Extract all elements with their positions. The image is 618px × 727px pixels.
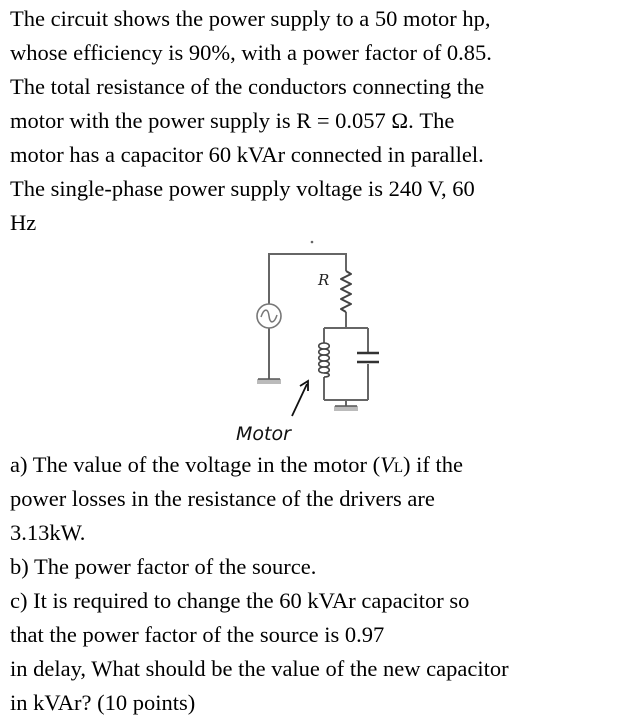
question-c-line-1: c) It is required to change the 60 kVAr … xyxy=(10,588,470,613)
circuit-wires xyxy=(268,253,369,406)
circuit-svg: R Motor xyxy=(236,240,379,445)
resistor-icon xyxy=(340,270,352,313)
question-a-line-3: 3.13kW. xyxy=(10,520,86,545)
voltage-subscript: L xyxy=(393,460,404,476)
wire-top xyxy=(268,253,347,304)
voltage-variable: V xyxy=(380,452,394,477)
arrow-icon xyxy=(291,379,309,417)
motor-label: Motor xyxy=(236,423,292,445)
problem-line-1: The circuit shows the power supply to a … xyxy=(10,6,491,31)
problem-statement: The circuit shows the power supply to a … xyxy=(10,2,610,240)
question-a-line-1: a) The value of the voltage in the motor… xyxy=(10,448,616,482)
ground-icon-left xyxy=(257,378,281,384)
circuit-diagram: R Motor xyxy=(0,226,618,456)
wire-dot xyxy=(310,240,314,244)
question-c-line-2: that the power factor of the source is 0… xyxy=(10,622,385,647)
question-a-suffix: ) if the xyxy=(403,452,463,477)
ground-icon-right xyxy=(334,405,358,411)
problem-line-2: whose efficiency is 90%, with a power fa… xyxy=(10,40,492,65)
ac-source-icon xyxy=(256,303,282,329)
question-a-prefix: a) The value of the voltage in the motor… xyxy=(10,452,381,477)
problem-line-4: motor with the power supply is R = 0.057… xyxy=(10,108,455,133)
problem-line-3: The total resistance of the conductors c… xyxy=(10,74,485,99)
problem-line-6: The single-phase power supply voltage is… xyxy=(10,176,475,201)
problem-line-7: Hz xyxy=(10,210,37,235)
inductor-icon xyxy=(317,342,331,378)
capacitor-icon xyxy=(357,351,379,364)
question-a-line-2: power losses in the resistance of the dr… xyxy=(10,486,435,511)
question-c-line-4: in kVAr? (10 points) xyxy=(10,690,196,715)
resistor-label: R xyxy=(317,271,329,289)
question-b: b) The power factor of the source. xyxy=(10,554,317,579)
problem-line-5: motor has a capacitor 60 kVAr connected … xyxy=(10,142,484,167)
question-c-line-3: in delay, What should be the value of th… xyxy=(10,656,509,681)
questions: a) The value of the voltage in the motor… xyxy=(10,448,616,720)
